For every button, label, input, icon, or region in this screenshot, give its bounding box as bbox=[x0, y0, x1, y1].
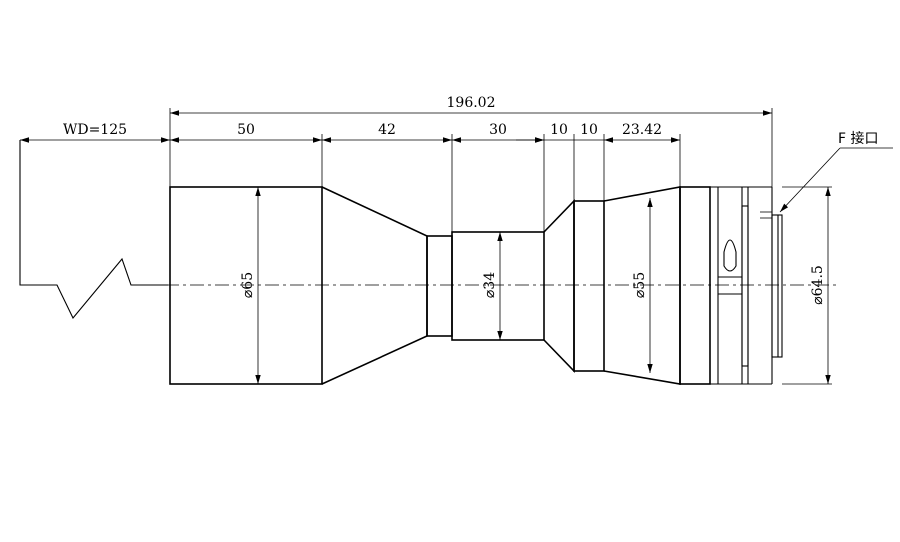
segment-rear-label: 23.42 bbox=[622, 122, 662, 138]
diameter-front-label: ⌀65 bbox=[240, 272, 256, 298]
segment-middle-label: 30 bbox=[489, 122, 507, 138]
segment-taper-label: 42 bbox=[378, 122, 396, 138]
working-distance-label: WD=125 bbox=[63, 122, 127, 138]
dim-total-length: 196.02 bbox=[170, 95, 772, 116]
mount-callout: F 接口 bbox=[779, 130, 893, 213]
diameter-middle-label: ⌀34 bbox=[482, 272, 498, 298]
mount-callout-label: F 接口 bbox=[838, 130, 879, 147]
total-length-label: 196.02 bbox=[447, 95, 496, 111]
segment-step-a-label: 10 bbox=[550, 122, 568, 138]
extension-lines bbox=[169, 108, 832, 385]
dim-diameters: ⌀65 ⌀34 ⌀55 ⌀64.5 bbox=[240, 187, 831, 384]
segment-front-label: 50 bbox=[237, 122, 255, 138]
dim-segments: WD=125 50 42 30 10 10 23.42 bbox=[20, 122, 680, 143]
diameter-rear-label: ⌀55 bbox=[632, 272, 648, 298]
lens-body bbox=[169, 186, 783, 385]
diameter-mount-label: ⌀64.5 bbox=[810, 265, 826, 305]
segment-step-b-label: 10 bbox=[580, 122, 598, 138]
object-plane-symbol bbox=[19, 140, 168, 320]
